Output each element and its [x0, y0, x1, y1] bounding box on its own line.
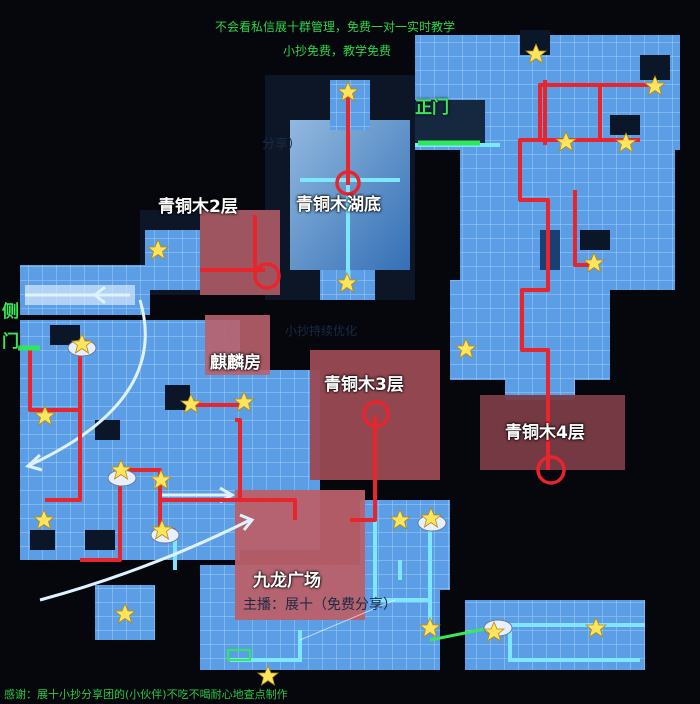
area-label-bronze-3f: 青铜木3层 [324, 375, 404, 395]
area-label-bronze-2f: 青铜木2层 [158, 197, 238, 217]
gate-label-main: 正门 [415, 98, 449, 118]
gate-markers [18, 140, 480, 351]
area-label-jiulong-square: 九龙广场 [253, 571, 321, 591]
area-label-bronze-4f: 青铜木4层 [505, 423, 585, 443]
streamer-watermark: 主播：展十（免费分享） [243, 597, 397, 613]
header-line-1: 不会看私信展十群管理，免费一对一实时教学 [215, 20, 456, 34]
partial-opt-watermark: 小抄持续优化 [285, 324, 358, 338]
gate-label-side-2: 门 [2, 332, 19, 352]
footer-credits: 感谢：展十小抄分享团的(小伙伴)不吃不喝耐心地查点制作 [4, 688, 288, 701]
partial-share-watermark: 分享） [262, 137, 302, 152]
header-line-2: 小抄免费，教学免费 [283, 44, 392, 58]
waypoint-circle-icon [253, 170, 566, 485]
area-label-qilin-room: 麒麟房 [210, 353, 261, 373]
gate-label-side-1: 侧 [2, 302, 19, 322]
area-label-bronze-lake: 青铜木湖底 [296, 195, 381, 215]
